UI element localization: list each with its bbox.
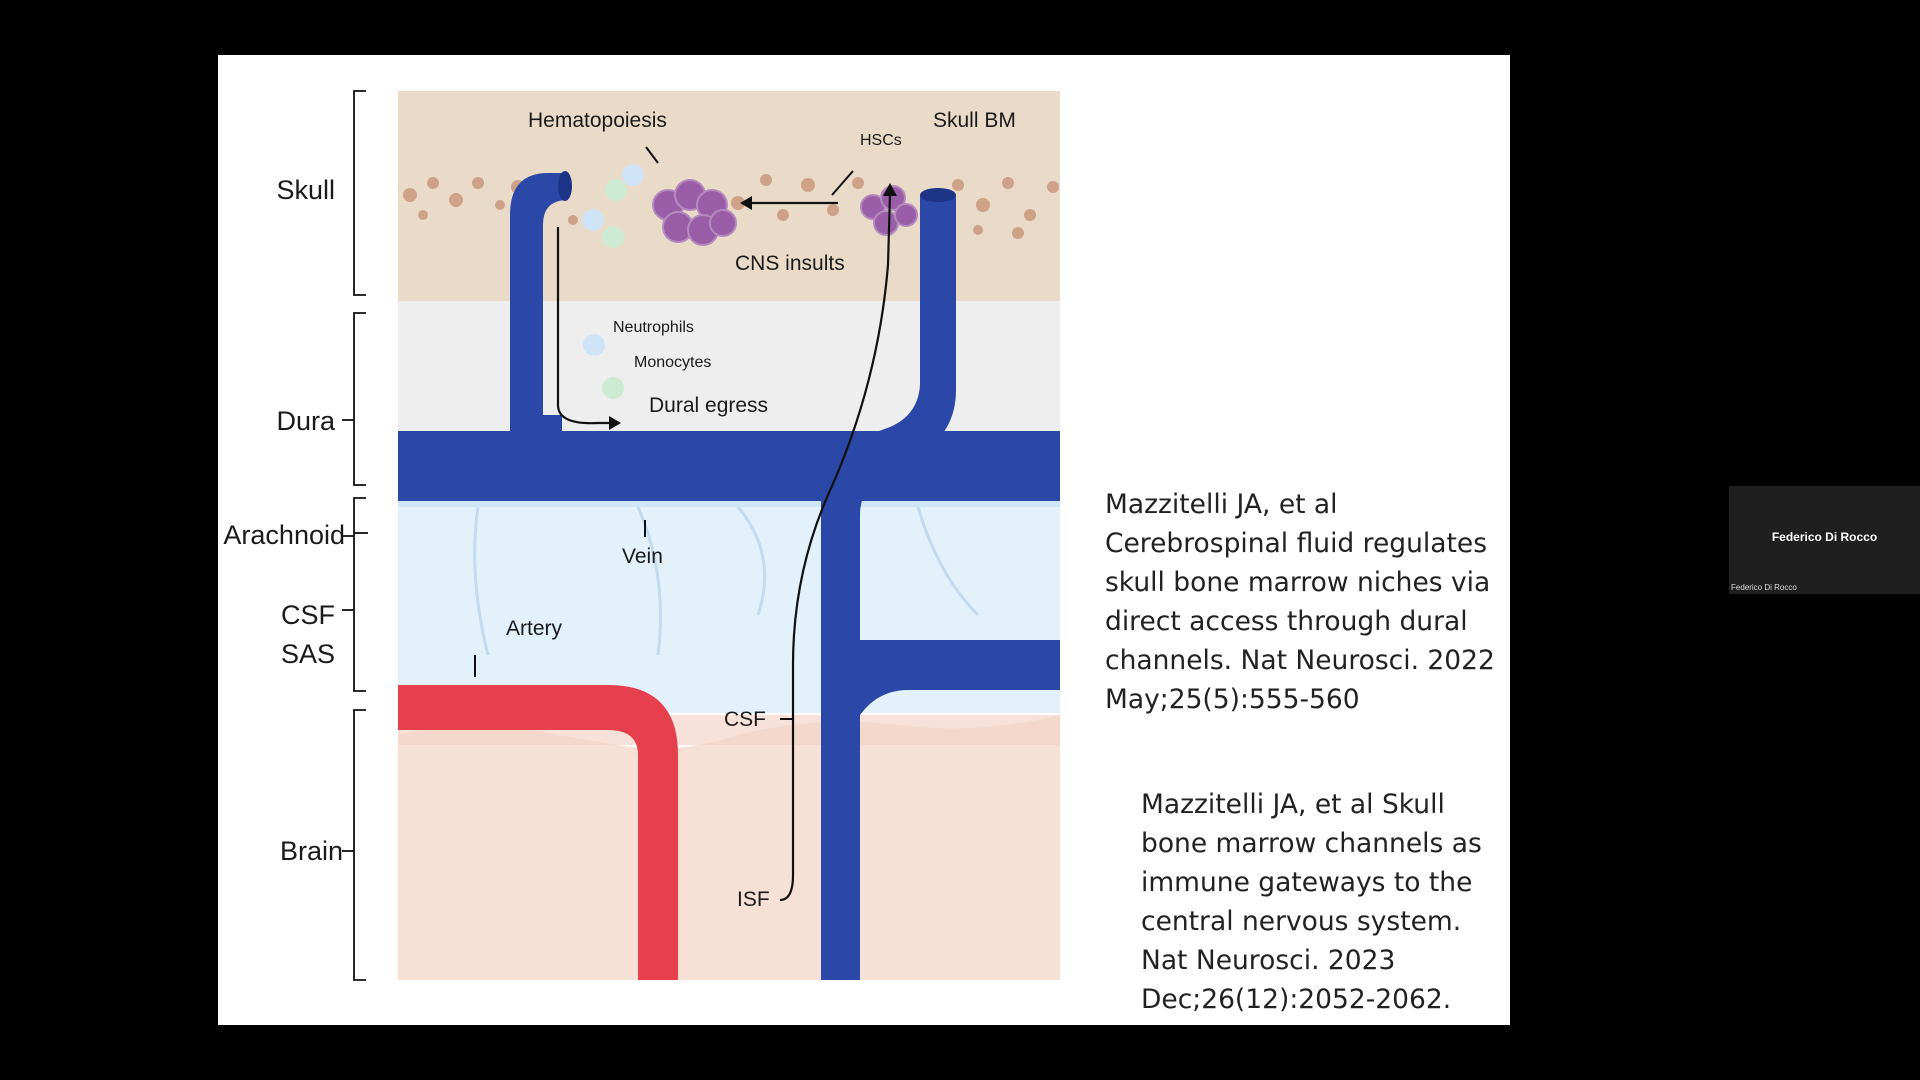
slide: Skull Dura Arachnoid CSF SAS Brain Hemat… (218, 55, 1510, 1025)
label-isf: ISF (737, 888, 770, 911)
label-hematopoiesis: Hematopoiesis (528, 109, 667, 132)
label-csf-path: CSF (724, 708, 766, 731)
citation-line: central nervous system. (1141, 906, 1462, 937)
participant-name-label: Federico Di Rocco (1731, 583, 1797, 592)
anatomy-diagram: Skull Dura Arachnoid CSF SAS Brain Hemat… (223, 90, 1060, 981)
citation-line: Dec;26(12):2052-2062. (1141, 984, 1452, 1015)
layer-label-sas: SAS (281, 639, 335, 669)
citation-1: Mazzitelli JA, et al Cerebrospinal fluid… (1105, 485, 1505, 719)
label-monocytes: Monocytes (634, 354, 711, 371)
layer-label-dura: Dura (276, 406, 336, 436)
immune-cells (582, 164, 644, 399)
citation-line: direct access through dural (1105, 606, 1468, 637)
label-skull-bm: Skull BM (933, 109, 1016, 132)
citation-line: Nat Neurosci. 2023 (1141, 945, 1396, 976)
label-hscs: HSCs (860, 132, 902, 149)
dural-sinus-vein (398, 431, 1060, 501)
hematopoiesis-cluster (652, 179, 737, 246)
citation-line: skull bone marrow niches via (1105, 567, 1491, 598)
layer-label-csf: CSF (281, 600, 335, 630)
brain-layer (398, 715, 1060, 980)
layer-label-skull: Skull (276, 175, 335, 205)
label-dural-egress: Dural egress (649, 394, 768, 417)
citation-line: Mazzitelli JA, et al (1105, 489, 1338, 520)
citation-line: May;25(5):555-560 (1105, 684, 1360, 715)
layer-label-arachnoid: Arachnoid (223, 520, 345, 550)
layer-label-brain: Brain (280, 836, 343, 866)
citation-line: Mazzitelli JA, et al Skull (1141, 789, 1445, 820)
artery-vessel (398, 685, 678, 980)
citation-line: immune gateways to the (1141, 867, 1473, 898)
citation-line: bone marrow channels as (1141, 828, 1482, 859)
citation-2: Mazzitelli JA, et al Skull bone marrow c… (1141, 785, 1511, 1019)
label-cns-insults: CNS insults (735, 252, 845, 275)
citation-line: channels. Nat Neurosci. 2022 (1105, 645, 1495, 676)
participant-video-tile[interactable]: Federico Di Rocco Federico Di Rocco (1729, 486, 1920, 594)
citation-line: Cerebrospinal fluid regulates (1105, 528, 1488, 559)
label-artery: Artery (506, 617, 563, 640)
participant-name: Federico Di Rocco (1771, 530, 1878, 544)
label-neutrophils: Neutrophils (613, 319, 694, 336)
label-vein: Vein (622, 545, 663, 568)
